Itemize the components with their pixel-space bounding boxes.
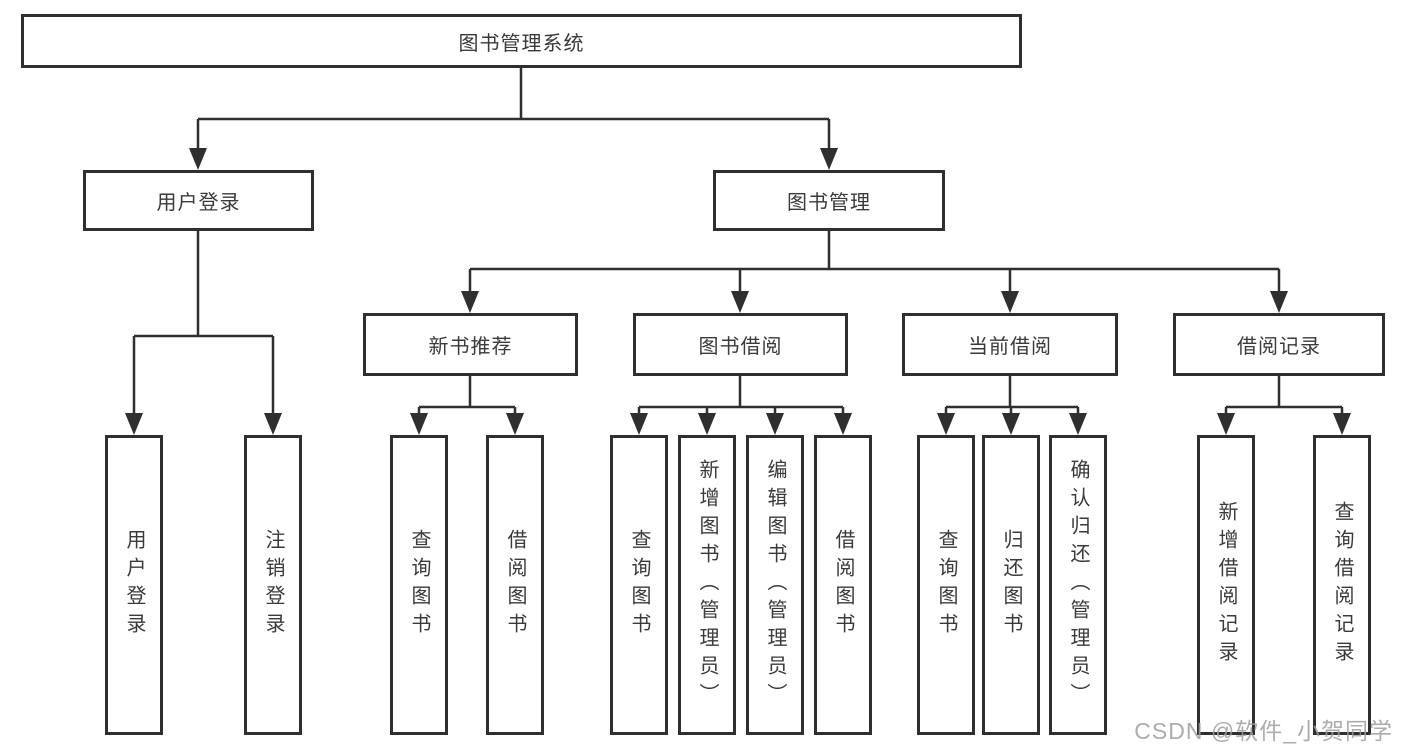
leaf-return-book: 归还图书 (982, 435, 1040, 735)
csdn-watermark: CSDN @软件_小贺同学 (1134, 718, 1393, 744)
leaf-add-book-admin: 新增图书（管理员） (678, 435, 736, 735)
leaf-query-books-current: 查询图书 (917, 435, 975, 735)
node-book-borrowing: 图书借阅 (633, 313, 848, 376)
node-book-management-branch: 图书管理 (713, 170, 945, 231)
node-user-login-branch-label: 用户登录 (156, 192, 241, 214)
node-root-label: 图书管理系统 (458, 32, 585, 55)
tree-edges (132, 68, 1344, 416)
node-book-management-label: 图书管理 (787, 192, 871, 214)
leaf-user-login-label: 用户登录 (123, 529, 145, 641)
leaf-confirm-return-admin: 确认归还（管理员） (1049, 435, 1107, 735)
leaf-query-books-current-label: 查询图书 (935, 529, 957, 641)
leaf-logout: 注销登录 (244, 435, 302, 735)
leaf-query-books-recommend: 查询图书 (390, 435, 448, 735)
node-current-borrowing-label: 当前借阅 (968, 336, 1052, 358)
leaf-return-book-label: 归还图书 (1000, 529, 1022, 641)
leaf-query-books-borrowing: 查询图书 (610, 435, 668, 735)
leaf-edit-book-admin-label: 编辑图书（管理员） (764, 459, 786, 711)
leaf-query-borrow-record-label: 查询借阅记录 (1331, 501, 1353, 669)
leaf-confirm-return-admin-label: 确认归还（管理员） (1067, 459, 1089, 711)
leaf-borrow-books-recommend-label: 借阅图书 (504, 529, 526, 641)
node-book-borrowing-label: 图书借阅 (698, 336, 783, 358)
leaf-query-borrow-record: 查询借阅记录 (1313, 435, 1371, 735)
arrowheads (125, 148, 1351, 435)
leaf-edit-book-admin: 编辑图书（管理员） (746, 435, 804, 735)
node-new-book-recommend: 新书推荐 (363, 313, 578, 376)
node-root-system: 图书管理系统 (21, 14, 1022, 68)
node-current-borrowing: 当前借阅 (902, 313, 1118, 376)
leaf-add-book-admin-label: 新增图书（管理员） (696, 459, 718, 711)
leaf-add-borrow-record-label: 新增借阅记录 (1215, 501, 1237, 669)
node-borrow-records: 借阅记录 (1173, 313, 1385, 376)
leaf-borrow-books: 借阅图书 (814, 435, 872, 735)
leaf-add-borrow-record: 新增借阅记录 (1197, 435, 1255, 735)
leaf-borrow-books-label: 借阅图书 (832, 529, 854, 641)
leaf-borrow-books-recommend: 借阅图书 (486, 435, 544, 735)
leaf-logout-label: 注销登录 (262, 529, 284, 641)
node-user-login-branch: 用户登录 (83, 170, 314, 231)
node-new-book-recommend-label: 新书推荐 (428, 336, 513, 358)
leaf-user-login: 用户登录 (105, 435, 163, 735)
node-borrow-records-label: 借阅记录 (1237, 336, 1321, 358)
leaf-query-books-recommend-label: 查询图书 (408, 529, 430, 641)
leaf-query-books-borrowing-label: 查询图书 (628, 529, 650, 641)
